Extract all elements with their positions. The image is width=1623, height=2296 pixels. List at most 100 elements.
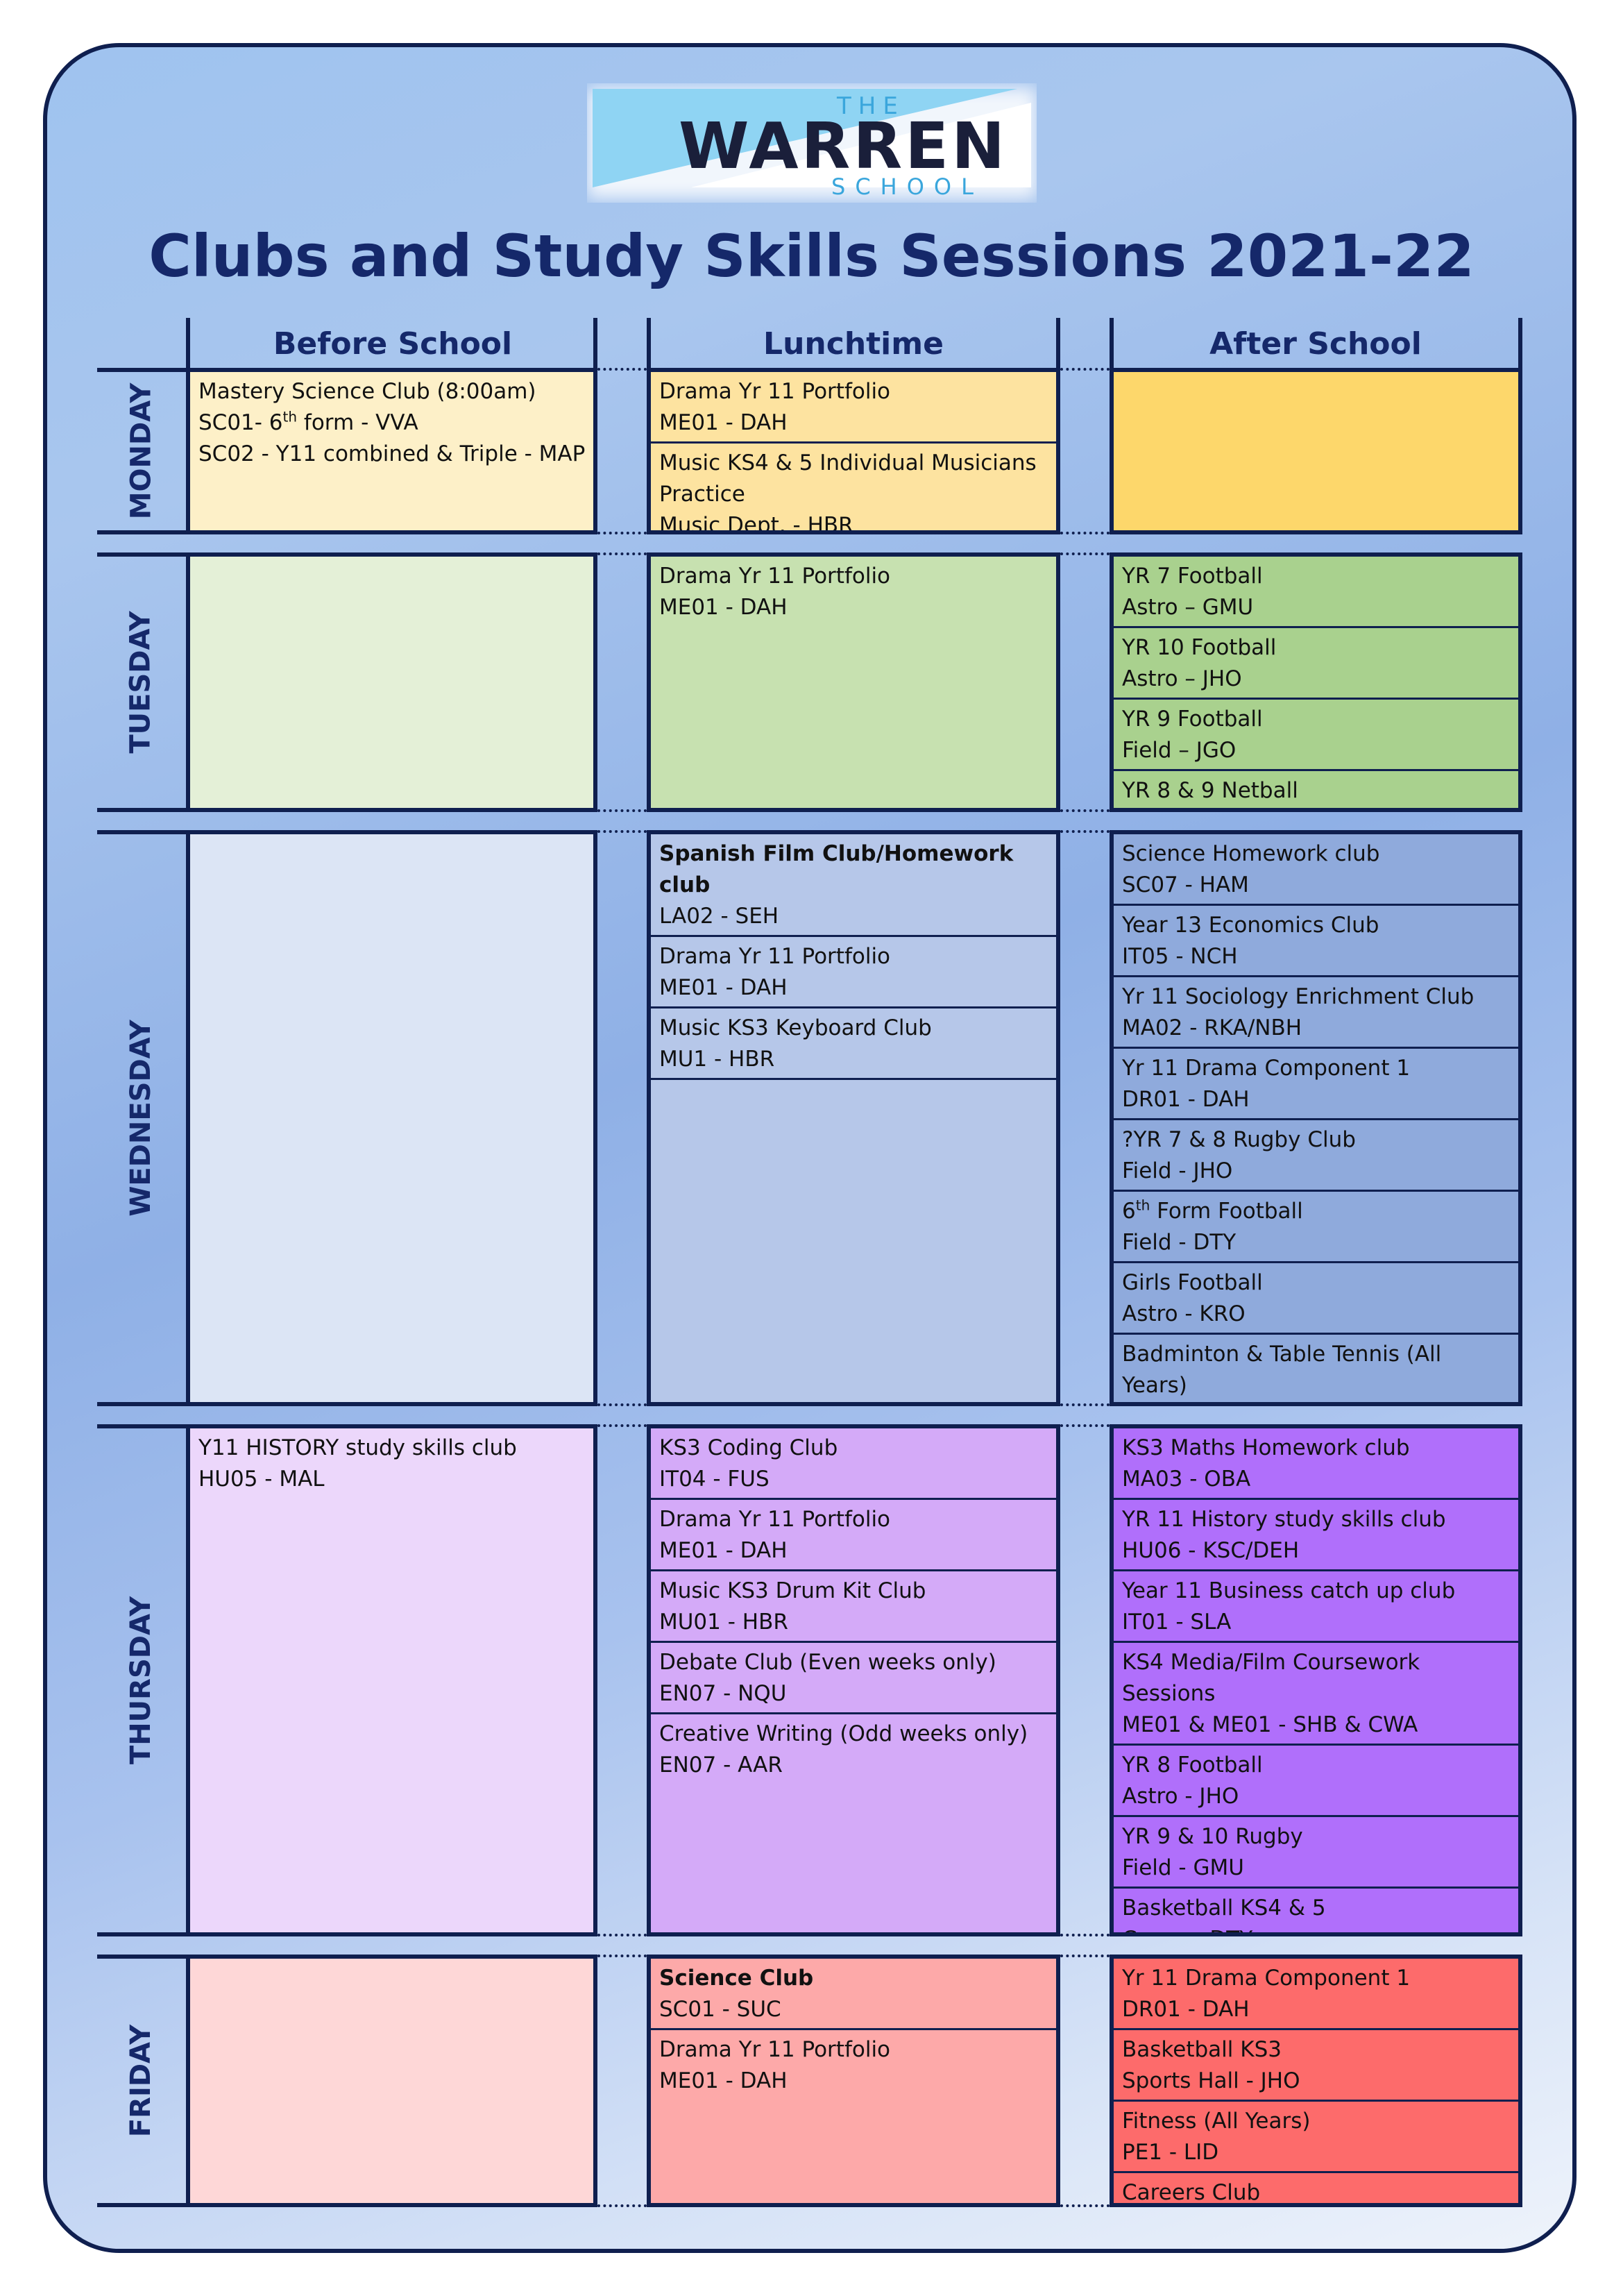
column-connector [1060,809,1110,812]
activity-title: KS3 Maths Homework club [1122,1435,1410,1460]
activity-detail: IT01 - SLA [1122,1610,1232,1635]
activity-entry: YR 8 & 9 NetballSports Hall - LID [1114,771,1518,808]
logo-school: SCHOOL [831,174,983,200]
day-label-monday: MONDAY [97,368,185,534]
page-title: Clubs and Study Skills Sessions 2021-22 [148,222,1475,290]
cell-monday-before-school: Mastery Science Club (8:00am)SC01- 6th f… [186,368,597,534]
column-header-after-school: After School [1209,326,1422,362]
activity-detail: DR01 - DAH [1122,1087,1250,1112]
day-name: TUESDAY [125,611,158,754]
row-divider [97,552,187,557]
activity-detail: Music Dept. - HBR [659,513,853,534]
activity-detail: HU06 - KSC/DEH [1122,1538,1300,1563]
activity-detail: Astro - KRO [1122,1301,1246,1326]
header-divider [647,318,651,368]
activity-title: Y11 HISTORY study skills club [198,1435,517,1460]
activity-title: Drama Yr 11 Portfolio [659,1507,891,1532]
activity-title: Careers Club [1122,2180,1261,2205]
day-label-thursday: THURSDAY [97,1424,185,1936]
activity-detail: MA02 - RKA/NBH [1122,1015,1302,1040]
header-divider [1110,318,1114,368]
logo-warren: WARREN [679,109,1008,183]
activity-entry: Fitness (All Years)PE1 - LID [1114,2102,1518,2173]
activity-detail: Field - DTY [1122,1230,1237,1255]
column-connector [597,1934,647,1936]
activity-title: Badminton & Table Tennis (All Years) [1122,1342,1442,1398]
activity-detail: Astro – JHO [1122,666,1242,691]
day-name: THURSDAY [125,1596,157,1765]
activity-title: Creative Writing (Odd weeks only) [659,1721,1028,1746]
activity-detail: ME01 - DAH [659,410,788,435]
activity-detail: Field – JGO [1122,738,1237,763]
row-divider [97,2203,187,2207]
activity-title: Year 11 Business catch up club [1122,1578,1456,1603]
column-connector [597,1955,647,1957]
activity-title: ?YR 7 & 8 Rugby Club [1122,1127,1356,1152]
activity-detail: ME01 - DAH [659,975,788,1000]
activity-detail: ME01 - DAH [659,1538,788,1563]
activity-detail: Practice [659,482,745,507]
column-connector [597,1424,647,1427]
activity-detail: Cages - DTY [1122,1924,1511,1932]
day-name: MONDAY [125,382,157,520]
activity-detail: ME01 - DAH [659,2068,788,2093]
activity-detail: ME01 & ME01 - SHB & CWA [1122,1712,1418,1737]
warren-school-logo: THE WARREN SCHOOL [587,87,1037,200]
activity-title: KS3 Coding Club [659,1435,838,1460]
activity-detail: MU01 - HBR [659,1610,788,1635]
activity-title: YR 9 Football [1122,707,1263,732]
column-connector [597,830,647,833]
column-connector [1060,1403,1110,1406]
row-divider [97,530,187,534]
activity-title: Year 13 Economics Club [1122,913,1379,938]
header-divider [1518,318,1522,368]
cell-tuesday-before-school [186,552,597,812]
activity-title: Music KS4 & 5 Individual Musicians [659,450,1037,475]
activity-title: YR 10 Football [1122,635,1277,660]
column-connector [597,368,647,371]
activity-title: KS4 Media/Film Coursework Sessions [1122,1650,1420,1706]
activity-detail: SC02 - Y11 combined & Triple - MAP [198,441,586,466]
activity-detail: DR01 - DAH [1122,1997,1250,2022]
activity-title: Mastery Science Club (8:00am) [198,379,536,404]
activity-title: Drama Yr 11 Portfolio [659,564,891,589]
column-connector [1060,552,1110,555]
activity-detail: LA02 - SEH [659,904,779,929]
activity-title: Yr 11 Drama Component 1 [1122,1966,1411,1991]
activity-detail: SC01 - SUC [659,1997,781,2022]
cell-wednesday-before-school [186,830,597,1406]
activity-title: YR 8 & 9 Netball [1122,778,1298,803]
activity-title: 6th Form Football [1122,1197,1303,1224]
activity-entry: Creative Writing (Odd weeks only) EN07 - … [651,1714,1056,1784]
activity-detail: ME01 - DAH [659,595,788,620]
activity-title: Science Club [659,1966,814,1991]
column-connector [1060,532,1110,534]
activity-title: Spanish Film Club/Homework club [659,841,1014,897]
activity-detail: IT04 - FUS [659,1467,770,1492]
activity-detail: Field - GMU [1122,1855,1244,1880]
activity-title: YR 7 Football [1122,564,1263,589]
cell-friday-before-school [186,1955,597,2207]
activity-detail: EN07 - AAR [659,1753,783,1778]
